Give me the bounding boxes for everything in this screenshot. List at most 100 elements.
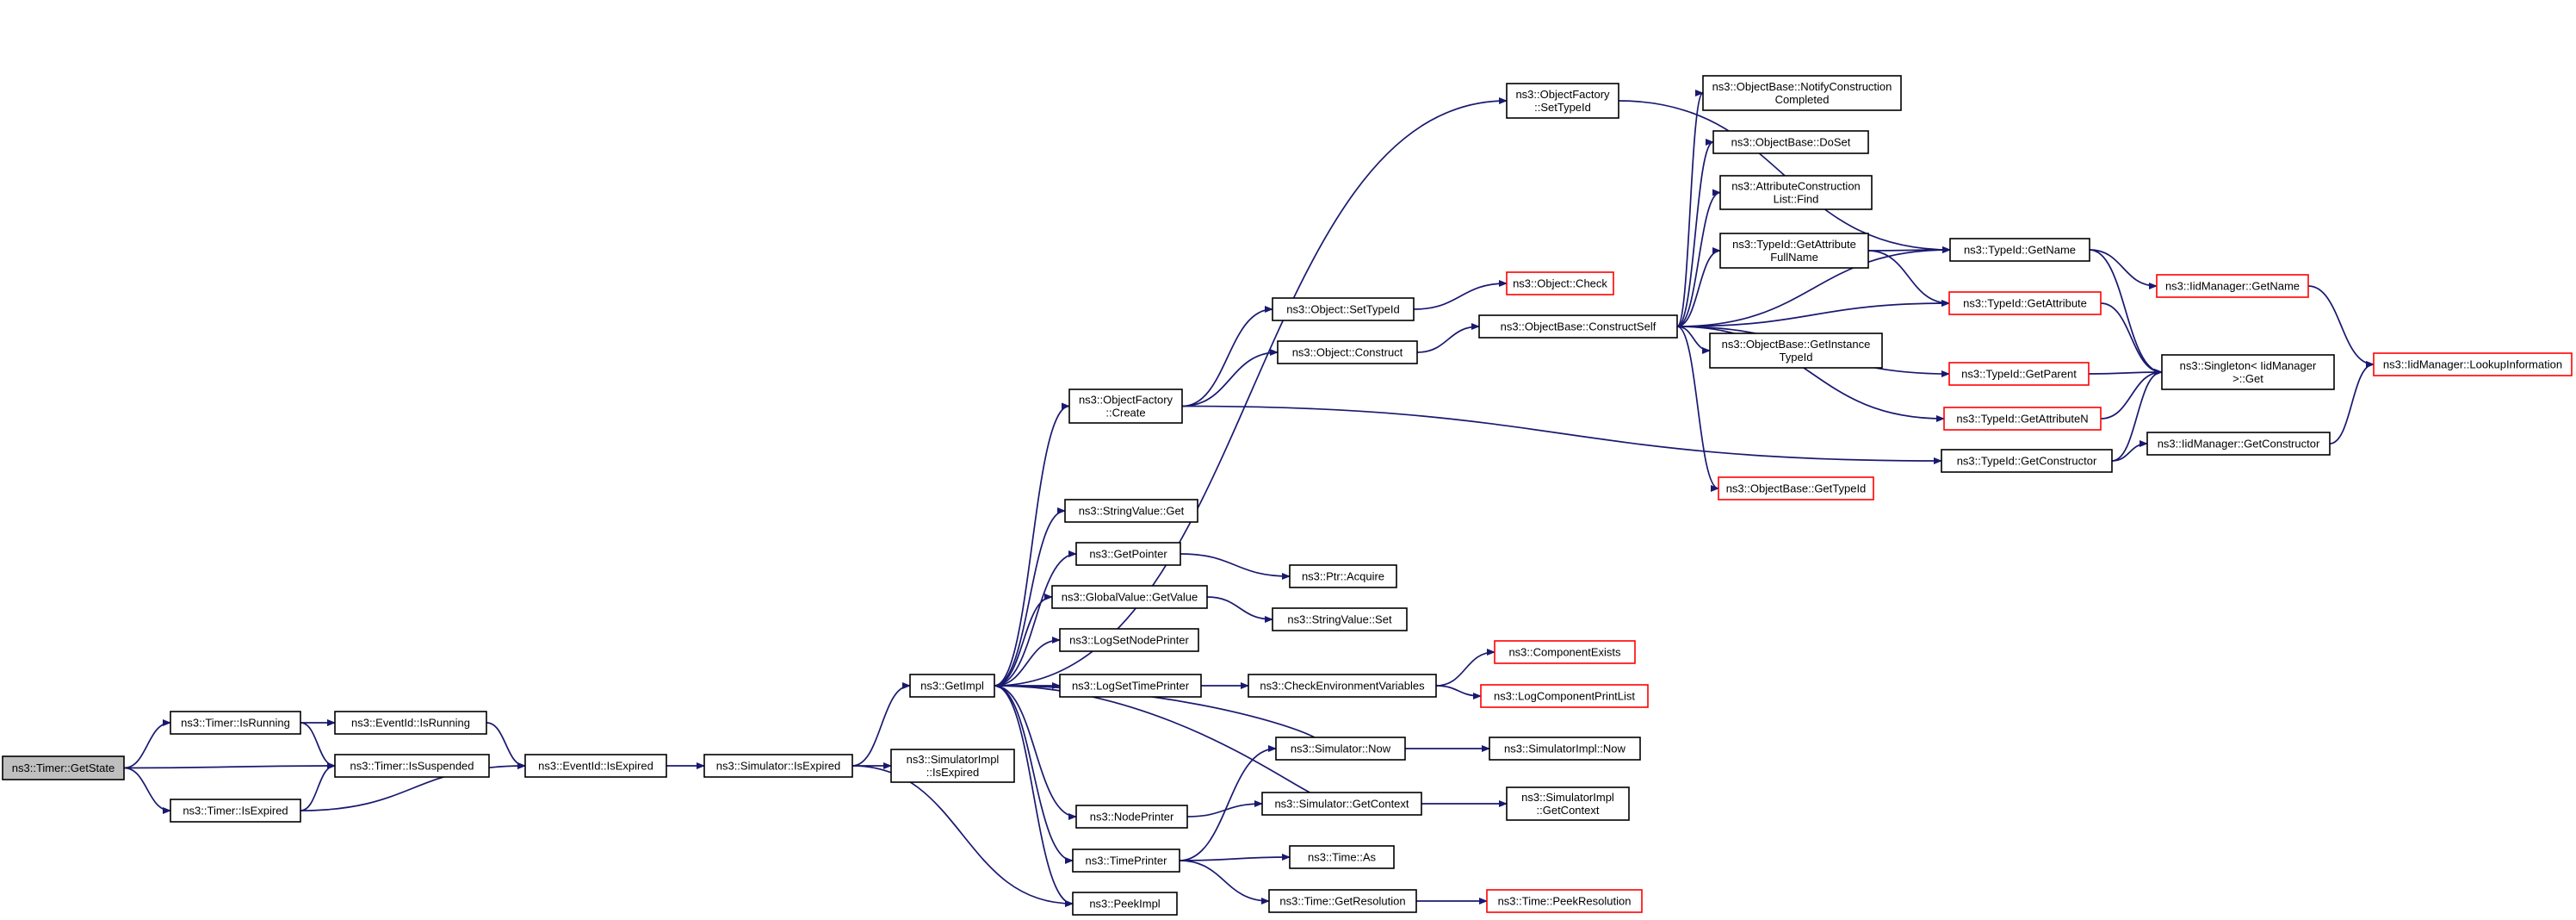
node-simimpl-isexpired[interactable]: ns3::SimulatorImpl::IsExpired: [890, 749, 1015, 783]
node-nodeprinter[interactable]: ns3::NodePrinter: [1075, 805, 1188, 829]
node-box[interactable]: [1272, 607, 1408, 631]
node-box[interactable]: [524, 754, 667, 778]
node-box[interactable]: [703, 754, 853, 778]
node-box[interactable]: [1506, 83, 1619, 119]
node-box[interactable]: [1943, 407, 2102, 431]
node-box[interactable]: [1059, 674, 1202, 698]
node-timer-isrunning[interactable]: ns3::Timer::IsRunning: [170, 711, 301, 735]
node-box[interactable]: [1486, 889, 1643, 913]
node-box[interactable]: [1478, 314, 1678, 339]
node-timeprinter[interactable]: ns3::TimePrinter: [1072, 849, 1180, 873]
node-box[interactable]: [909, 674, 995, 698]
node-objbase-doset[interactable]: ns3::ObjectBase::DoSet: [1712, 130, 1869, 154]
node-sim-now[interactable]: ns3::Simulator::Now: [1275, 737, 1406, 761]
node-object-check[interactable]: ns3::Object::Check: [1506, 271, 1614, 295]
node-getimpl[interactable]: ns3::GetImpl: [909, 674, 995, 698]
node-box[interactable]: [1268, 889, 1417, 913]
node-time-peekresolution[interactable]: ns3::Time::PeekResolution: [1486, 889, 1643, 913]
node-box[interactable]: [1712, 130, 1869, 154]
node-typeid-getname[interactable]: ns3::TypeId::GetName: [1949, 238, 2090, 262]
node-objfactory-create[interactable]: ns3::ObjectFactory::Create: [1068, 389, 1183, 424]
node-peekimpl[interactable]: ns3::PeekImpl: [1072, 892, 1178, 916]
node-timer-issuspended[interactable]: ns3::Timer::IsSuspended: [334, 754, 490, 778]
node-box[interactable]: [170, 711, 301, 735]
node-time-as[interactable]: ns3::Time::As: [1289, 845, 1395, 869]
node-typeid-getparent[interactable]: ns3::TypeId::GetParent: [1948, 362, 2090, 386]
node-typeid-getconstructor[interactable]: ns3::TypeId::GetConstructor: [1941, 449, 2113, 473]
node-checkenvvars[interactable]: ns3::CheckEnvironmentVariables: [1248, 674, 1437, 698]
node-box[interactable]: [1072, 892, 1178, 916]
node-sim-getcontext[interactable]: ns3::Simulator::GetContext: [1261, 792, 1422, 816]
node-ptr-acquire[interactable]: ns3::Ptr::Acquire: [1289, 564, 1397, 588]
node-typeid-getattribute[interactable]: ns3::TypeId::GetAttribute: [1948, 291, 2102, 315]
node-timer-isexpired[interactable]: ns3::Timer::IsExpired: [170, 799, 301, 823]
node-box[interactable]: [2156, 274, 2309, 298]
node-box[interactable]: [1277, 340, 1418, 364]
node-box[interactable]: [1059, 628, 1199, 652]
node-simimpl-getcontext[interactable]: ns3::SimulatorImpl::GetContext: [1506, 786, 1630, 821]
node-time-getresolution[interactable]: ns3::Time::GetResolution: [1268, 889, 1417, 913]
node-box[interactable]: [1051, 585, 1208, 609]
node-objfactory-settypeid[interactable]: ns3::ObjectFactory::SetTypeId: [1506, 83, 1619, 119]
node-objbase-gettypeid[interactable]: ns3::ObjectBase::GetTypeId: [1718, 476, 1874, 500]
node-box[interactable]: [1719, 175, 1873, 210]
node-stringvalue-set[interactable]: ns3::StringValue::Set: [1272, 607, 1408, 631]
node-box[interactable]: [1702, 75, 1902, 111]
node-simimpl-now[interactable]: ns3::SimulatorImpl::Now: [1489, 737, 1641, 761]
node-box[interactable]: [1064, 499, 1198, 523]
node-object-settypeid[interactable]: ns3::Object::SetTypeId: [1272, 297, 1415, 321]
node-typeid-getattributen[interactable]: ns3::TypeId::GetAttributeN: [1943, 407, 2102, 431]
node-box[interactable]: [1068, 389, 1183, 424]
node-objbase-constructself[interactable]: ns3::ObjectBase::ConstructSelf: [1478, 314, 1678, 339]
node-box[interactable]: [1289, 564, 1397, 588]
node-getstate[interactable]: ns3::Timer::GetState: [2, 755, 125, 780]
node-box[interactable]: [890, 749, 1015, 783]
node-box[interactable]: [2161, 354, 2335, 390]
node-box[interactable]: [1261, 792, 1422, 816]
node-box[interactable]: [1275, 737, 1406, 761]
node-eventid-isrunning[interactable]: ns3::EventId::IsRunning: [334, 711, 487, 735]
node-globalvalue-getvalue[interactable]: ns3::GlobalValue::GetValue: [1051, 585, 1208, 609]
node-box[interactable]: [1072, 849, 1180, 873]
node-box[interactable]: [1272, 297, 1415, 321]
node-componentexists[interactable]: ns3::ComponentExists: [1494, 640, 1636, 664]
node-box[interactable]: [2, 755, 125, 780]
node-logsettimeprinter[interactable]: ns3::LogSetTimePrinter: [1059, 674, 1202, 698]
node-box[interactable]: [1289, 845, 1395, 869]
node-box[interactable]: [1075, 805, 1188, 829]
node-box[interactable]: [1949, 238, 2090, 262]
node-iidmanager-getname[interactable]: ns3::IidManager::GetName: [2156, 274, 2309, 298]
node-box[interactable]: [334, 754, 490, 778]
node-box[interactable]: [2146, 432, 2331, 456]
node-box[interactable]: [1719, 233, 1869, 269]
node-box[interactable]: [1506, 271, 1614, 295]
node-box[interactable]: [334, 711, 487, 735]
node-box[interactable]: [1480, 684, 1649, 708]
node-iidmanager-getconstructor[interactable]: ns3::IidManager::GetConstructor: [2146, 432, 2331, 456]
node-singleton-get[interactable]: ns3::Singleton< IidManager>::Get: [2161, 354, 2335, 390]
node-box[interactable]: [1948, 362, 2090, 386]
node-box[interactable]: [1075, 542, 1181, 566]
node-box[interactable]: [1248, 674, 1437, 698]
node-logcomponentprintlist[interactable]: ns3::LogComponentPrintList: [1480, 684, 1649, 708]
node-eventid-isexpired[interactable]: ns3::EventId::IsExpired: [524, 754, 667, 778]
node-box[interactable]: [1948, 291, 2102, 315]
node-box[interactable]: [1489, 737, 1641, 761]
node-box[interactable]: [170, 799, 301, 823]
node-box[interactable]: [1709, 333, 1883, 369]
node-objbase-notify[interactable]: ns3::ObjectBase::NotifyConstructionCompl…: [1702, 75, 1902, 111]
node-object-construct[interactable]: ns3::Object::Construct: [1277, 340, 1418, 364]
node-stringvalue-get[interactable]: ns3::StringValue::Get: [1064, 499, 1198, 523]
node-box[interactable]: [1941, 449, 2113, 473]
node-sim-isexpired[interactable]: ns3::Simulator::IsExpired: [703, 754, 853, 778]
node-getpointer[interactable]: ns3::GetPointer: [1075, 542, 1181, 566]
node-box[interactable]: [2373, 352, 2573, 376]
node-box[interactable]: [1506, 786, 1630, 821]
node-box[interactable]: [1718, 476, 1874, 500]
node-iidmanager-lookupinfo[interactable]: ns3::IidManager::LookupInformation: [2373, 352, 2573, 376]
node-box[interactable]: [1494, 640, 1636, 664]
node-logsetnodeprinter[interactable]: ns3::LogSetNodePrinter: [1059, 628, 1199, 652]
